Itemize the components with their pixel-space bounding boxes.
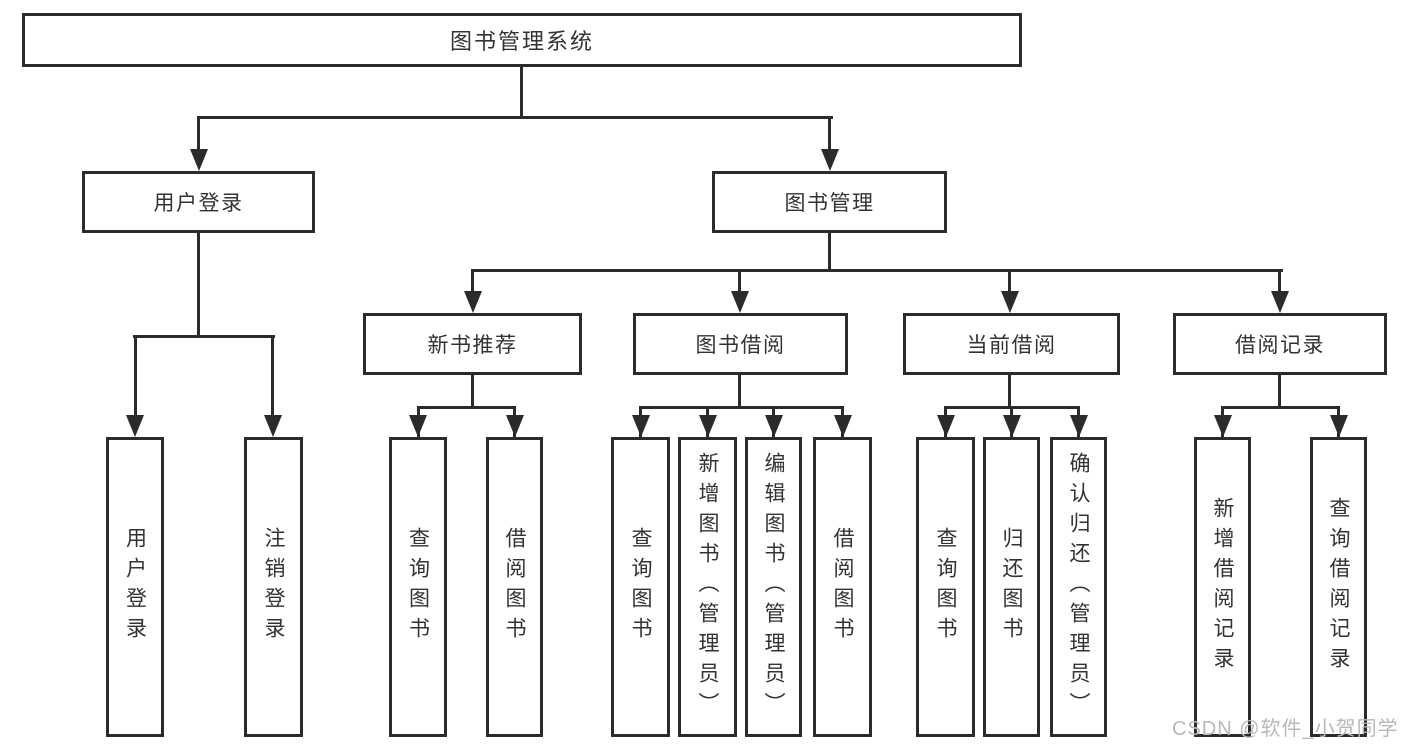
leaf-add-borrow-record-label: 新增借阅记录 — [1211, 497, 1234, 677]
leaf-edit-books-admin: 编辑图书（管理员） — [745, 437, 802, 737]
leaf-confirm-return-admin-label: 确认归还（管理员） — [1067, 452, 1090, 722]
node-book-management: 图书管理 — [712, 171, 947, 233]
leaf-add-borrow-record: 新增借阅记录 — [1194, 437, 1251, 737]
connector-line — [1221, 406, 1340, 409]
leaf-add-books-admin-label: 新增图书（管理员） — [696, 452, 719, 722]
node-borrowing-records-label: 借阅记录 — [1235, 334, 1325, 357]
connector-line — [417, 406, 516, 409]
node-book-borrowing: 图书借阅 — [633, 313, 848, 375]
leaf-borrow-books-recommend: 借阅图书 — [486, 437, 543, 737]
connector-line — [828, 233, 831, 272]
arrow-down-icon — [1330, 415, 1348, 437]
connector-line — [738, 375, 741, 408]
leaf-query-books-borrowing: 查询图书 — [611, 437, 670, 737]
node-new-book-recommend-label: 新书推荐 — [427, 334, 518, 357]
node-borrowing-records: 借阅记录 — [1173, 313, 1387, 375]
node-user-login-label: 用户登录 — [153, 192, 244, 215]
arrow-down-icon — [834, 415, 852, 437]
leaf-query-books-recommend: 查询图书 — [389, 437, 447, 737]
connector-line — [197, 116, 200, 156]
node-current-borrowing: 当前借阅 — [903, 313, 1120, 375]
arrow-down-icon — [765, 415, 783, 437]
connector-line — [520, 67, 523, 118]
arrow-down-icon — [937, 415, 955, 437]
leaf-logout: 注销登录 — [244, 437, 303, 737]
arrow-down-icon — [699, 415, 717, 437]
leaf-query-borrow-record-label: 查询借阅记录 — [1327, 497, 1350, 677]
leaf-edit-books-admin-label: 编辑图书（管理员） — [762, 452, 785, 722]
connector-line — [1278, 269, 1281, 294]
connector-line — [1008, 375, 1011, 408]
leaf-confirm-return-admin: 确认归还（管理员） — [1050, 437, 1107, 737]
connector-line — [738, 269, 741, 294]
connector-line — [133, 335, 275, 338]
arrow-down-icon — [464, 291, 482, 313]
connector-line — [471, 269, 1283, 272]
leaf-add-books-admin: 新增图书（管理员） — [678, 437, 737, 737]
leaf-user-login: 用户登录 — [106, 437, 164, 737]
arrow-down-icon — [1070, 415, 1088, 437]
arrow-down-icon — [409, 415, 427, 437]
arrow-down-icon — [1214, 415, 1232, 437]
connector-line — [134, 335, 137, 420]
connector-line — [271, 335, 274, 420]
leaf-query-books-borrowing-label: 查询图书 — [629, 527, 652, 647]
leaf-query-books-recommend-label: 查询图书 — [406, 527, 430, 647]
node-user-login: 用户登录 — [82, 171, 315, 233]
arrow-down-icon — [506, 415, 524, 437]
node-book-management-label: 图书管理 — [784, 192, 875, 215]
connector-line — [1278, 375, 1281, 408]
leaf-return-books-label: 归还图书 — [1000, 527, 1023, 647]
leaf-query-borrow-record: 查询借阅记录 — [1310, 437, 1367, 737]
watermark-csdn: CSDN @软件_小贺同学 — [1172, 718, 1399, 740]
leaf-borrow-books-recommend-label: 借阅图书 — [503, 527, 526, 647]
connector-line — [197, 233, 200, 337]
leaf-return-books: 归还图书 — [983, 437, 1040, 737]
connector-line — [639, 406, 844, 409]
node-current-borrowing-label: 当前借阅 — [966, 334, 1057, 357]
arrow-down-icon — [1003, 415, 1021, 437]
connector-line — [197, 116, 833, 119]
leaf-query-books-current-label: 查询图书 — [934, 527, 957, 647]
leaf-user-login-label: 用户登录 — [123, 527, 147, 647]
node-library-system-label: 图书管理系统 — [449, 29, 594, 54]
arrow-down-icon — [731, 291, 749, 313]
connector-line — [471, 269, 474, 294]
arrow-down-icon — [126, 415, 144, 437]
arrow-down-icon — [1001, 291, 1019, 313]
leaf-query-books-current: 查询图书 — [916, 437, 975, 737]
arrow-down-icon — [264, 415, 282, 437]
connector-line — [828, 116, 831, 156]
leaf-borrow-books-borrowing-label: 借阅图书 — [831, 527, 854, 647]
connector-line — [1008, 269, 1011, 294]
node-library-system: 图书管理系统 — [22, 13, 1022, 67]
arrow-down-icon — [632, 415, 650, 437]
node-book-borrowing-label: 图书借阅 — [695, 334, 786, 357]
leaf-borrow-books-borrowing: 借阅图书 — [813, 437, 872, 737]
leaf-logout-label: 注销登录 — [262, 527, 285, 647]
connector-line — [471, 375, 474, 408]
arrow-down-icon — [190, 149, 208, 171]
arrow-down-icon — [1271, 291, 1289, 313]
arrow-down-icon — [821, 149, 839, 171]
node-new-book-recommend: 新书推荐 — [363, 313, 582, 375]
